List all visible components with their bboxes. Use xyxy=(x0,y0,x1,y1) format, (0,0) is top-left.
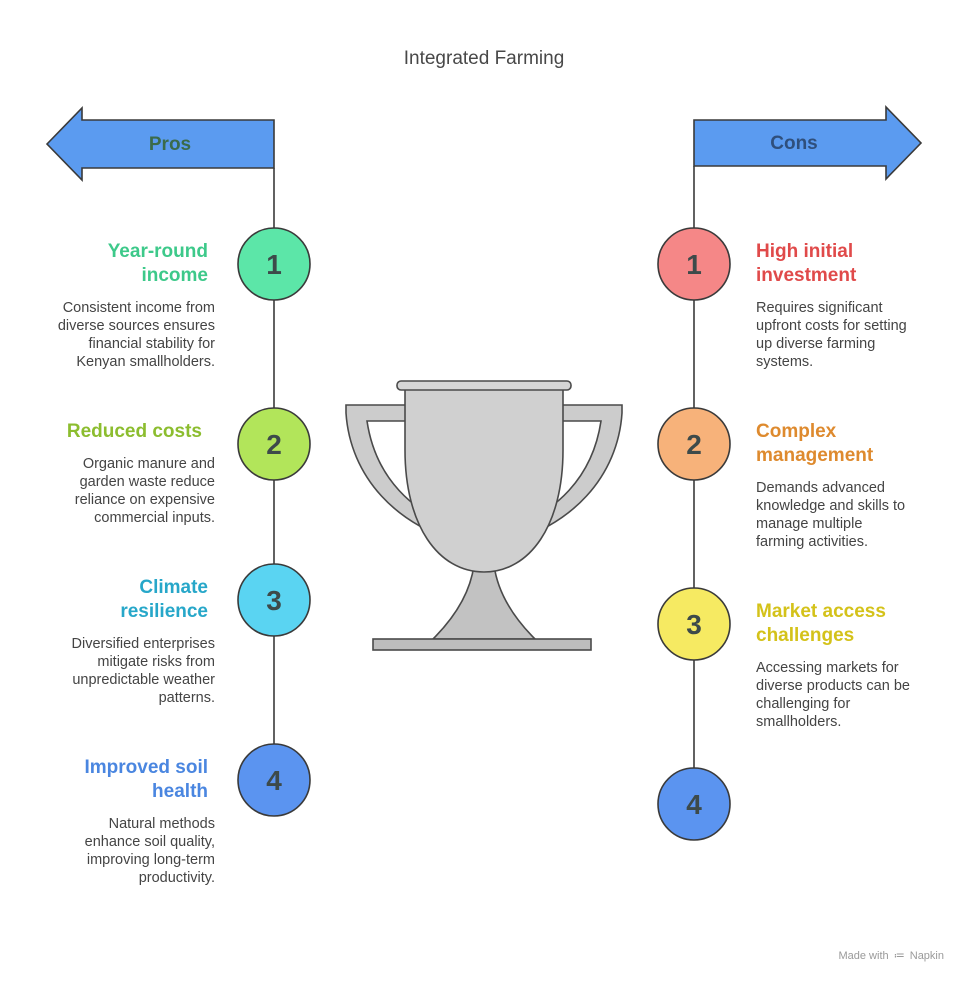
desc-line: Requires significant xyxy=(756,300,883,316)
cons-item-2-heading-line1: Complex xyxy=(756,421,837,442)
desc-line: Organic manure and xyxy=(82,456,215,472)
diagram-title: Integrated Farming xyxy=(403,48,565,69)
desc-line: Demands advanced xyxy=(756,480,885,496)
cons-item-1-circle xyxy=(657,227,731,301)
made-with-napkin-watermark: Made with ≔ Napkin xyxy=(838,949,944,962)
cons-item-1-heading-line1: High initial xyxy=(756,241,854,262)
desc-line: Natural methods xyxy=(108,816,215,832)
pros-item-1-description: Consistent income from diverse sources e… xyxy=(58,299,215,371)
pros-item-4-heading-line1: Improved soil xyxy=(84,757,208,778)
cons-item-3-heading: Market access challenges xyxy=(756,600,886,648)
pros-item-4-description: Natural methods enhance soil quality, im… xyxy=(85,815,215,887)
cons-item-2-description: Demands advanced knowledge and skills to… xyxy=(756,479,905,551)
pros-item-3-heading-line1: Climate xyxy=(139,577,208,598)
pros-item-2-circle xyxy=(237,407,311,481)
watermark-brand: Napkin xyxy=(909,950,944,962)
desc-line: upfront costs for setting xyxy=(756,318,907,334)
cons-arrow xyxy=(693,105,923,181)
desc-line: systems. xyxy=(756,354,814,370)
desc-line: Kenyan smallholders. xyxy=(76,354,215,370)
desc-line: manage multiple xyxy=(756,516,863,532)
desc-line: enhance soil quality, xyxy=(84,834,215,850)
cons-circles: 1 2 3 4 xyxy=(657,227,731,841)
pros-item-1-heading-line2: income xyxy=(141,265,208,286)
pros-item-1-circle xyxy=(237,227,311,301)
pros-item-3-number: 3 xyxy=(266,585,282,616)
pros-item-2-heading-line1: Reduced costs xyxy=(66,421,202,442)
desc-line: Accessing markets for xyxy=(756,660,899,676)
desc-line: reliance on expensive xyxy=(74,492,215,508)
cons-item-2-heading-line2: management xyxy=(756,445,874,466)
desc-line: commercial inputs. xyxy=(94,510,215,526)
desc-line: productivity. xyxy=(138,870,215,886)
cons-item-2-circle xyxy=(657,407,731,481)
napkin-logo-icon: ≔ xyxy=(893,950,905,962)
pros-item-2-description: Organic manure and garden waste reduce r… xyxy=(75,455,215,527)
pros-item-4-heading: Improved soil health xyxy=(84,756,208,804)
cons-item-1-description: Requires significant upfront costs for s… xyxy=(756,299,907,371)
desc-line: smallholders. xyxy=(756,714,842,730)
pros-item-1-number: 1 xyxy=(266,249,282,280)
pros-item-4-number: 4 xyxy=(266,765,282,796)
pros-item-3-heading-line2: resilience xyxy=(120,601,208,622)
pros-item-2-number: 2 xyxy=(266,429,282,460)
cons-item-3-heading-line1: Market access xyxy=(756,601,886,622)
desc-line: unpredictable weather xyxy=(72,672,215,688)
desc-line: diverse sources ensures xyxy=(57,318,215,334)
pros-arrow xyxy=(45,106,275,182)
desc-line: challenging for xyxy=(756,696,851,712)
desc-line: improving long-term xyxy=(86,852,215,868)
cons-label: Cons xyxy=(770,133,818,154)
pros-item-4-heading-line2: health xyxy=(152,781,208,802)
watermark-prefix: Made with xyxy=(838,950,889,962)
desc-line: patterns. xyxy=(158,690,215,706)
cons-item-4-circle xyxy=(657,767,731,841)
pros-item-3-circle xyxy=(237,563,311,637)
pros-item-1-heading-line1: Year-round xyxy=(107,241,208,262)
desc-line: diverse products can be xyxy=(756,678,910,694)
pros-item-3-description: Diversified enterprises mitigate risks f… xyxy=(72,635,215,707)
cons-item-3-heading-line2: challenges xyxy=(756,625,855,646)
pros-item-1-heading: Year-round income xyxy=(108,240,208,288)
cons-item-3-circle xyxy=(657,587,731,661)
desc-line: mitigate risks from xyxy=(97,654,215,670)
cons-item-1-heading-line2: investment xyxy=(756,265,857,286)
desc-line: up diverse farming xyxy=(756,336,876,352)
pros-label: Pros xyxy=(149,134,191,155)
cons-item-2-number: 2 xyxy=(686,429,702,460)
desc-line: knowledge and skills to xyxy=(756,498,906,514)
desc-line: farming activities. xyxy=(756,534,869,550)
trophy-icon xyxy=(345,380,623,651)
desc-line: Consistent income from xyxy=(62,300,215,316)
cons-item-3-description: Accessing markets for diverse products c… xyxy=(756,659,910,731)
pros-item-4-circle xyxy=(237,743,311,817)
cons-item-4-number: 4 xyxy=(686,789,702,820)
desc-line: financial stability for xyxy=(88,336,215,352)
desc-line: Diversified enterprises xyxy=(71,636,215,652)
cons-item-1-heading: High initial investment xyxy=(756,240,856,288)
cons-item-2-heading: Complex management xyxy=(756,420,873,468)
cons-item-3-number: 3 xyxy=(686,609,702,640)
desc-line: garden waste reduce xyxy=(79,474,215,490)
pros-item-2-heading: Reduced costs xyxy=(67,420,202,444)
pros-circles: 1 2 3 4 xyxy=(237,227,311,817)
cons-item-1-number: 1 xyxy=(686,249,702,280)
pros-item-3-heading: Climate resilience xyxy=(120,576,208,624)
